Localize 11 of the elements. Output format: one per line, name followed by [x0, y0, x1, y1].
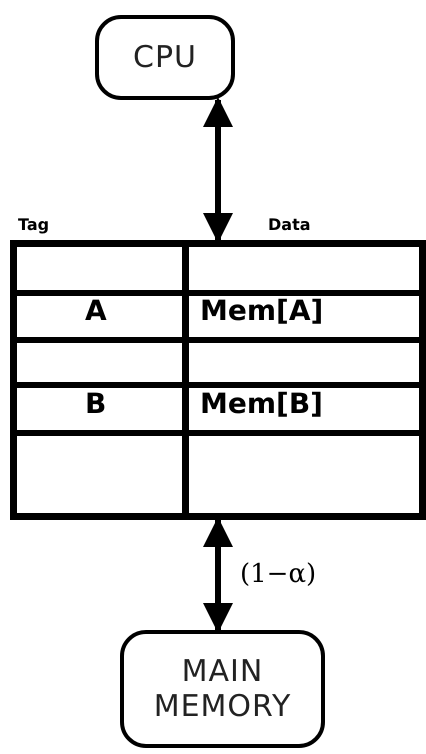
column-header: Data	[268, 215, 311, 234]
double-arrow	[203, 517, 233, 633]
table-cell: A	[85, 294, 107, 327]
cpu-box: CPU	[95, 15, 235, 100]
double-arrow	[203, 97, 233, 243]
table-cell: Mem[B]	[200, 387, 323, 420]
column-header: Tag	[18, 215, 50, 234]
table-cell: B	[85, 387, 106, 420]
edge-label: (1−α)	[240, 559, 316, 589]
table-cell: Mem[A]	[200, 294, 324, 327]
memory-box: MAIN MEMORY	[120, 630, 325, 748]
